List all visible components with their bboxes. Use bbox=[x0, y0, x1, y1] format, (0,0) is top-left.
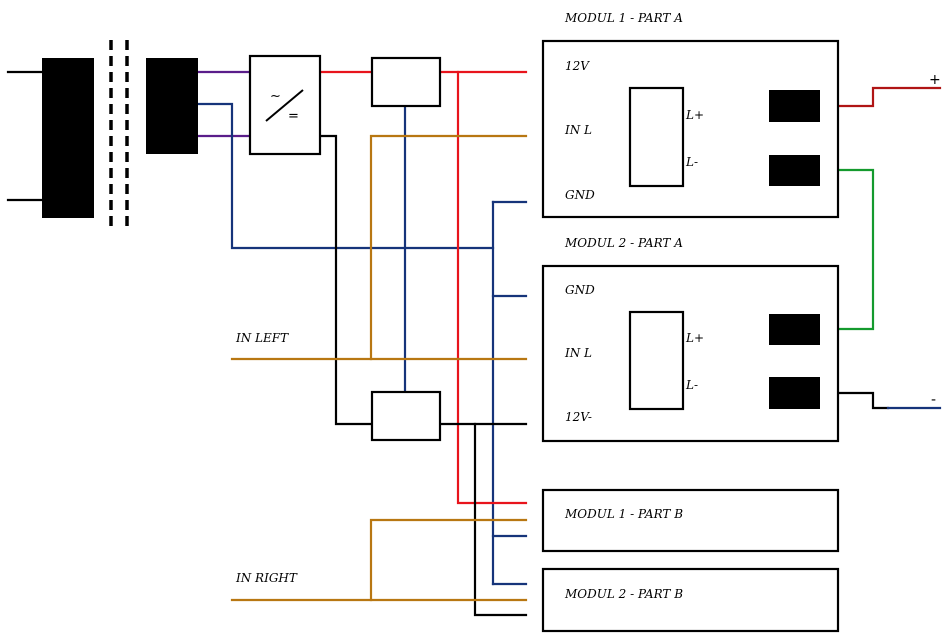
module1-l-minus-label: L- bbox=[685, 155, 698, 169]
modul1-part-b-title: MODUL 1 - PART B bbox=[564, 507, 683, 521]
rectifier-ac-symbol: ~ bbox=[270, 89, 281, 104]
rectifier: ~ = bbox=[248, 54, 322, 156]
output-minus-label: - bbox=[931, 392, 936, 408]
module2-in-l-label: IN L bbox=[564, 346, 592, 360]
negative-rail-black bbox=[318, 134, 528, 617]
primary-leads bbox=[6, 70, 46, 202]
secondary-purple-wires bbox=[196, 70, 252, 138]
regulator-negative bbox=[370, 390, 442, 442]
speaker-output-wires bbox=[818, 86, 942, 410]
positive-rail-red bbox=[318, 70, 528, 505]
module2-gnd-label: GND bbox=[565, 283, 595, 297]
module2-l-minus-label: L- bbox=[685, 378, 698, 392]
left-input-orange bbox=[230, 134, 528, 361]
module1-part-b-box bbox=[541, 488, 840, 553]
module2-part-b-box bbox=[541, 567, 840, 633]
module1-l-plus-label: L+ bbox=[685, 108, 704, 122]
rectifier-dc-symbol: = bbox=[288, 109, 299, 124]
transformer-primary bbox=[42, 58, 94, 218]
regulator-positive bbox=[370, 56, 442, 108]
in-left-label: IN LEFT bbox=[235, 331, 289, 345]
output-plus-label: + bbox=[929, 72, 941, 88]
module2-output-terminal-plus bbox=[769, 314, 820, 345]
module1-output-terminal-plus bbox=[769, 90, 820, 122]
modul2-part-a-title: MODUL 2 - PART A bbox=[564, 236, 683, 250]
transformer-core bbox=[109, 40, 129, 228]
modul1-part-a-title: MODUL 1 - PART A bbox=[564, 11, 683, 25]
in-right-label: IN RIGHT bbox=[235, 571, 298, 585]
module1-amplifier-chip bbox=[628, 86, 685, 188]
module2-amplifier-chip bbox=[628, 310, 685, 411]
modul2-part-b-title: MODUL 2 - PART B bbox=[564, 587, 683, 601]
module1-12v-label: 12V bbox=[565, 59, 590, 73]
module1-in-l-label: IN L bbox=[564, 123, 592, 137]
transformer-secondary bbox=[146, 58, 198, 154]
module2-l-plus-label: L+ bbox=[685, 331, 704, 345]
module1-gnd-label: GND bbox=[565, 188, 595, 202]
module2-part-a-box bbox=[541, 264, 840, 443]
module1-output-terminal-minus bbox=[769, 155, 820, 186]
module2-output-terminal-minus bbox=[769, 377, 820, 409]
right-input-orange bbox=[230, 518, 528, 602]
module2-12v-minus-label: 12V- bbox=[565, 410, 592, 424]
module1-part-a-box bbox=[541, 39, 840, 219]
